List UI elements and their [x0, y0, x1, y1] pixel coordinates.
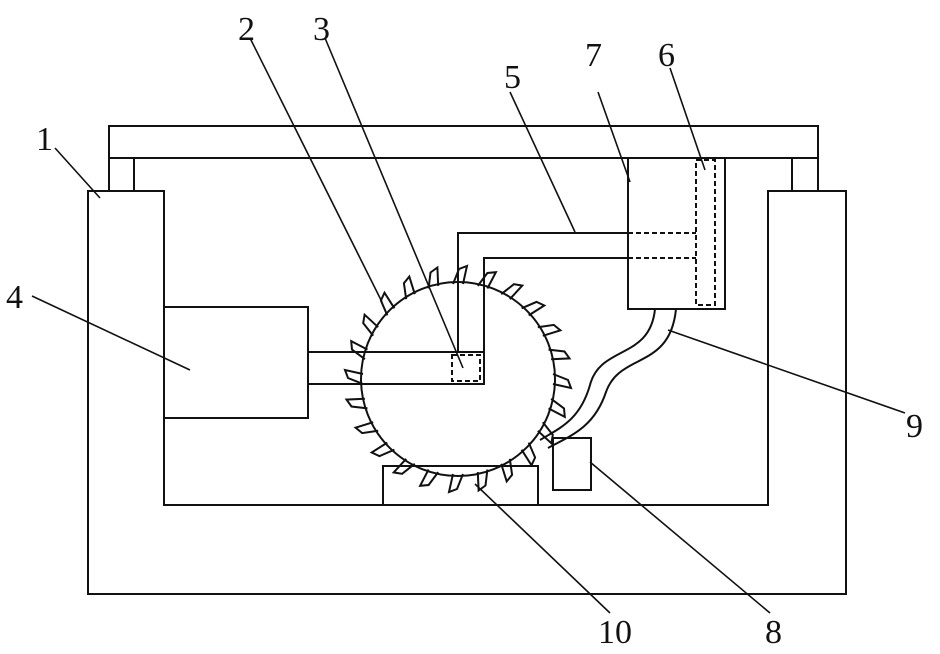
u-frame [88, 191, 846, 594]
label-10: 10 [598, 614, 632, 651]
leader-2 [250, 38, 382, 302]
label-2: 2 [238, 11, 255, 48]
wheel-tooth [501, 284, 522, 299]
l-pipe-dashed [628, 233, 696, 258]
leader-8 [590, 462, 770, 613]
left-post [109, 158, 134, 191]
shaft-inner-dashed [452, 355, 480, 381]
label-4: 4 [6, 279, 23, 316]
box-8 [553, 438, 591, 490]
hose-inner [548, 309, 676, 448]
label-5: 5 [504, 59, 521, 96]
leader-lines [32, 38, 905, 613]
dashed-element-6 [696, 160, 715, 305]
leader-3 [325, 38, 463, 368]
leader-5 [510, 92, 575, 232]
label-8: 8 [765, 614, 782, 651]
right-post [792, 158, 818, 191]
label-7: 7 [585, 37, 602, 74]
leader-7 [598, 92, 630, 182]
label-9: 9 [906, 408, 923, 445]
wheel-tooth [363, 315, 378, 336]
leader-1 [55, 148, 100, 198]
leader-9 [668, 330, 905, 413]
motor-box [164, 307, 308, 418]
label-6: 6 [658, 37, 675, 74]
base-block-10 [383, 466, 538, 505]
label-1: 1 [36, 121, 53, 158]
leader-6 [670, 68, 705, 170]
top-bar [109, 126, 818, 158]
label-3: 3 [313, 11, 330, 48]
